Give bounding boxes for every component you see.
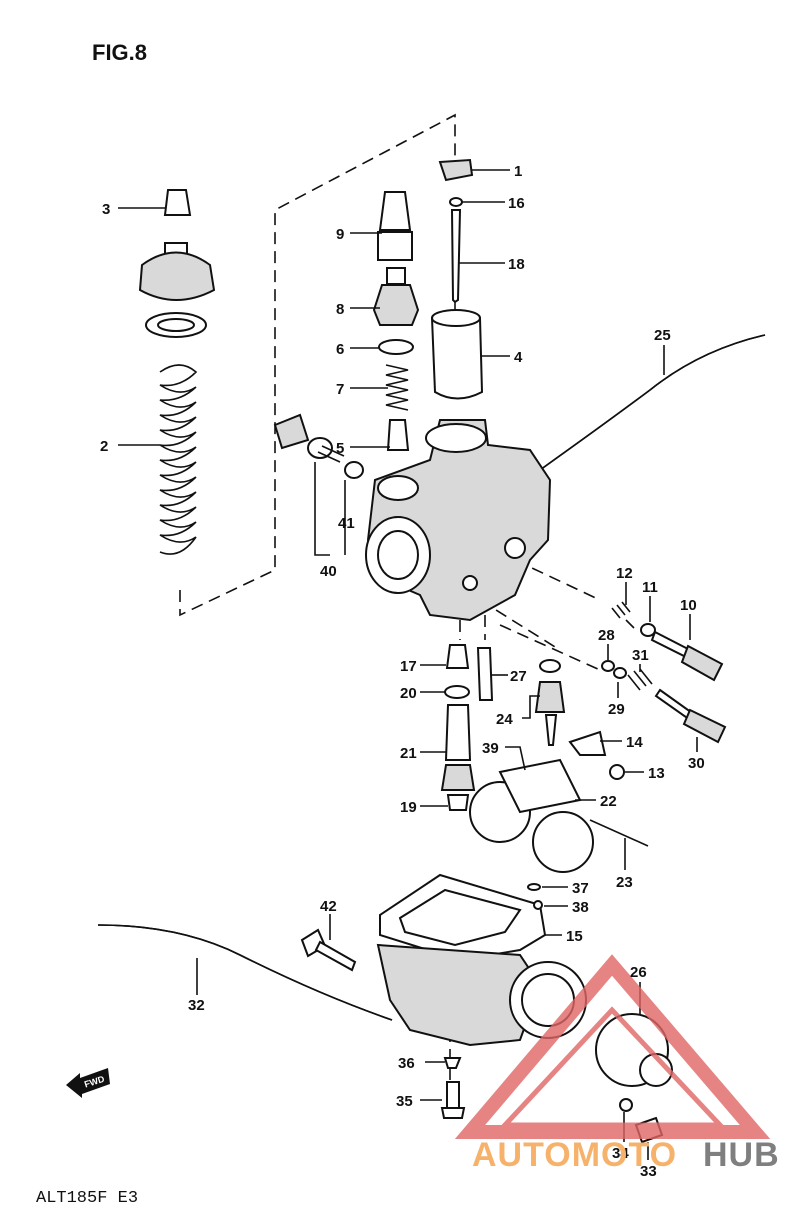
vent-hose-25 (539, 334, 766, 471)
callout-40: 40 (320, 563, 337, 580)
callout-22: 22 (600, 793, 617, 810)
figure-title: FIG.8 (92, 40, 147, 65)
callout-38: 38 (572, 899, 589, 916)
callout-35: 35 (396, 1093, 413, 1110)
misc-screw-group (300, 928, 466, 1119)
callout-42: 42 (320, 898, 337, 915)
model-code: ALT185F E3 (36, 1189, 138, 1208)
callout-36: 36 (398, 1055, 415, 1072)
callout-30: 30 (688, 755, 705, 772)
callout-7: 7 (336, 381, 344, 398)
callout-11: 11 (642, 579, 658, 596)
callout-24: 24 (496, 711, 513, 728)
callout-31: 31 (632, 647, 649, 664)
callout-4: 4 (514, 349, 523, 366)
watermark-text-main: AUTOMOTO (472, 1136, 677, 1174)
callout-2: 2 (100, 438, 108, 455)
watermark-text-tail: HUB (703, 1136, 780, 1174)
callout-13: 13 (648, 765, 665, 782)
float-group (469, 730, 649, 873)
callout-37: 37 (572, 880, 589, 897)
callout-26: 26 (630, 964, 647, 981)
forward-direction-arrow: FWD (66, 1068, 110, 1098)
callout-39: 39 (482, 740, 499, 757)
callout-9: 9 (336, 226, 344, 243)
callout-15: 15 (566, 928, 583, 945)
float-bowl-group (376, 873, 587, 1047)
callout-29: 29 (608, 701, 625, 718)
callout-1: 1 (514, 163, 522, 180)
callout-3: 3 (102, 201, 110, 218)
callout-8: 8 (336, 301, 344, 318)
callout-17: 17 (400, 658, 417, 675)
callout-32: 32 (188, 997, 205, 1014)
callout-14: 14 (626, 734, 643, 751)
callout-34: 34 (612, 1145, 629, 1162)
callout-25: 25 (654, 327, 671, 344)
callout-12: 12 (616, 565, 633, 582)
callout-23: 23 (616, 874, 633, 891)
idle-screw-group (601, 601, 727, 744)
callout-41: 41 (338, 515, 355, 532)
starter-plunger-group (273, 413, 364, 479)
callout-labels: 1 2 3 4 5 6 7 8 9 10 11 12 13 14 15 16 1… (100, 163, 705, 1180)
watermark-logo (454, 954, 771, 1139)
carburetor-body-icon (365, 419, 552, 622)
top-cap-group (138, 189, 216, 338)
callout-19: 19 (400, 799, 417, 816)
callout-20: 20 (400, 685, 417, 702)
callout-28: 28 (598, 627, 615, 644)
cable-adjuster-group (372, 191, 420, 451)
callout-33: 33 (640, 1163, 657, 1180)
overflow-hose-32 (97, 924, 393, 1021)
callout-16: 16 (508, 195, 525, 212)
jet-group (440, 644, 566, 811)
throttle-slide-group (430, 158, 484, 400)
callout-6: 6 (336, 341, 344, 358)
callout-18: 18 (508, 256, 525, 273)
callout-27: 27 (510, 668, 527, 685)
callout-10: 10 (680, 597, 697, 614)
spring-2-icon (159, 364, 198, 555)
callout-5: 5 (336, 440, 344, 457)
callout-21: 21 (400, 745, 417, 762)
